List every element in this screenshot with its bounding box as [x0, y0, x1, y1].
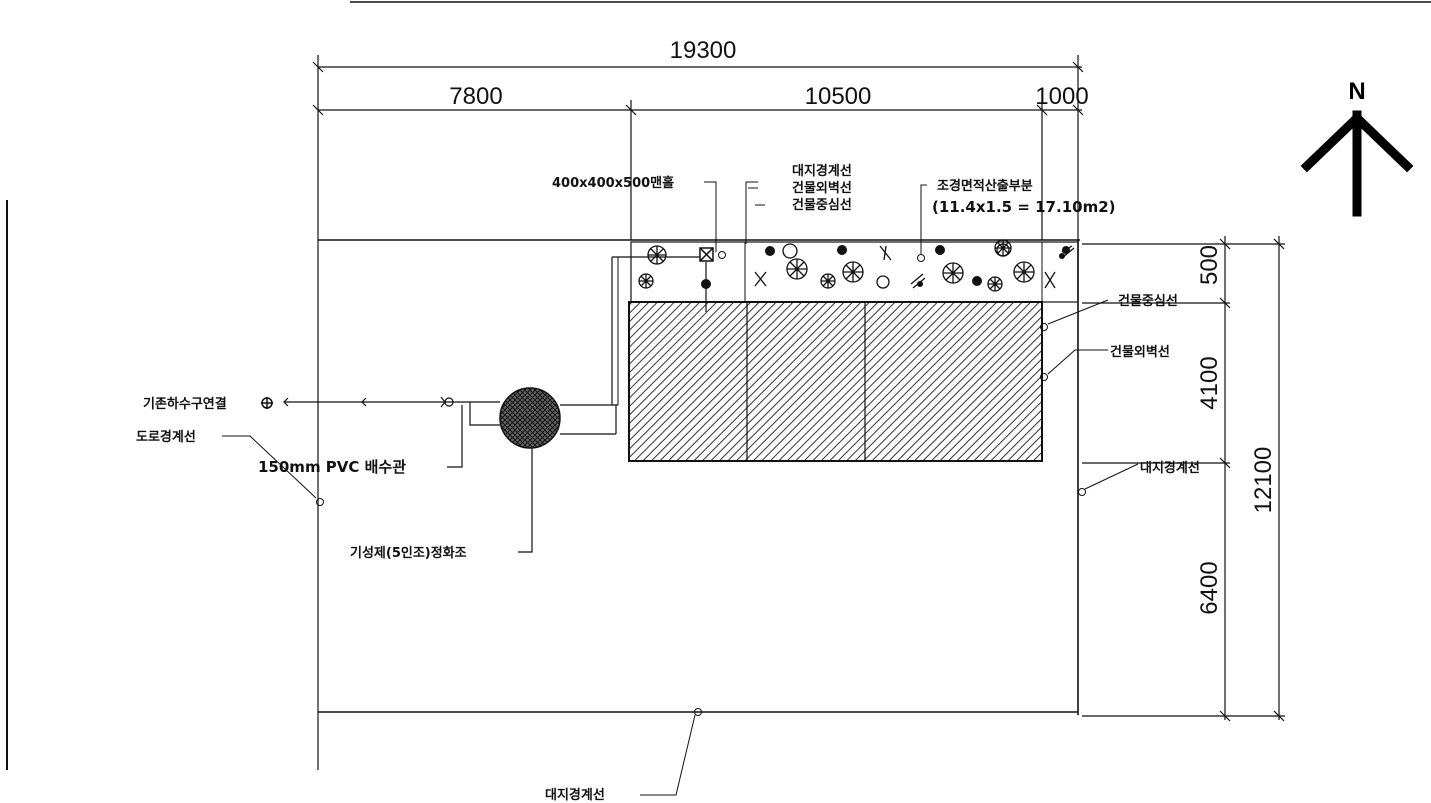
- landscape-plants: [638, 239, 1075, 292]
- label-pvc-pipe: 150mm PVC 배수관: [258, 458, 406, 476]
- leader-lines: [222, 181, 1139, 796]
- label-boundary-right: 대지경계선: [1140, 460, 1200, 476]
- building-footprint: [628, 301, 1043, 462]
- north-arrow-icon: [1300, 110, 1414, 217]
- vertical-dimensions: [1082, 236, 1285, 722]
- dim-depth-mid: 4100: [1196, 356, 1223, 409]
- site-boundary: [318, 239, 1080, 715]
- label-wall-line-top: 건물외벽선: [792, 180, 852, 196]
- dim-depth-top: 500: [1196, 245, 1223, 285]
- shrub-icon: [876, 275, 890, 289]
- dim-seg-mid: 10500: [805, 83, 872, 110]
- label-manhole: 400x400x500맨홀: [552, 175, 674, 191]
- dim-seg-left: 7800: [449, 83, 502, 110]
- drain-pipes: [283, 396, 618, 553]
- label-boundary-bottom: 대지경계선: [545, 787, 605, 803]
- label-septic: 기성제(5인조)정화조: [350, 545, 467, 561]
- label-center-line-right: 건물중심선: [1118, 293, 1178, 309]
- dim-depth-bottom: 6400: [1196, 561, 1223, 614]
- shrub-icon: [782, 243, 798, 259]
- tree-icon: [786, 258, 808, 280]
- grass-icon: [879, 245, 892, 261]
- label-landscape-title: 조경면적산출부분: [937, 178, 1033, 194]
- label-wall-line-right: 건물외벽선: [1110, 344, 1170, 360]
- tree-icon: [987, 276, 1003, 292]
- tree-icon: [1013, 261, 1035, 283]
- label-landscape-calc: (11.4x1.5 = 17.10m2): [932, 198, 1116, 216]
- tree-icon: [820, 273, 836, 289]
- north-label: N: [1348, 78, 1365, 105]
- manhole-icon: [699, 247, 714, 262]
- septic-tank-icon: [499, 387, 561, 449]
- shrub-icon: [996, 243, 1010, 257]
- sewer-connection-icon: [261, 397, 273, 409]
- label-road-line: 도로경계선: [136, 429, 196, 445]
- dim-total-depth: 12100: [1250, 447, 1277, 514]
- tree-icon: [942, 262, 964, 284]
- grass-icon: [1044, 271, 1056, 289]
- grass-icon: [754, 271, 767, 287]
- label-sewer: 기존하수구연결: [143, 396, 227, 412]
- dim-total-width: 19300: [670, 37, 737, 64]
- tree-icon: [842, 261, 864, 283]
- label-center-line-top: 건물중심선: [792, 197, 852, 213]
- dim-seg-right: 1000: [1035, 83, 1088, 110]
- label-boundary-top: 대지경계선: [792, 163, 852, 179]
- tree-icon: [638, 273, 654, 289]
- tree-icon: [647, 245, 667, 265]
